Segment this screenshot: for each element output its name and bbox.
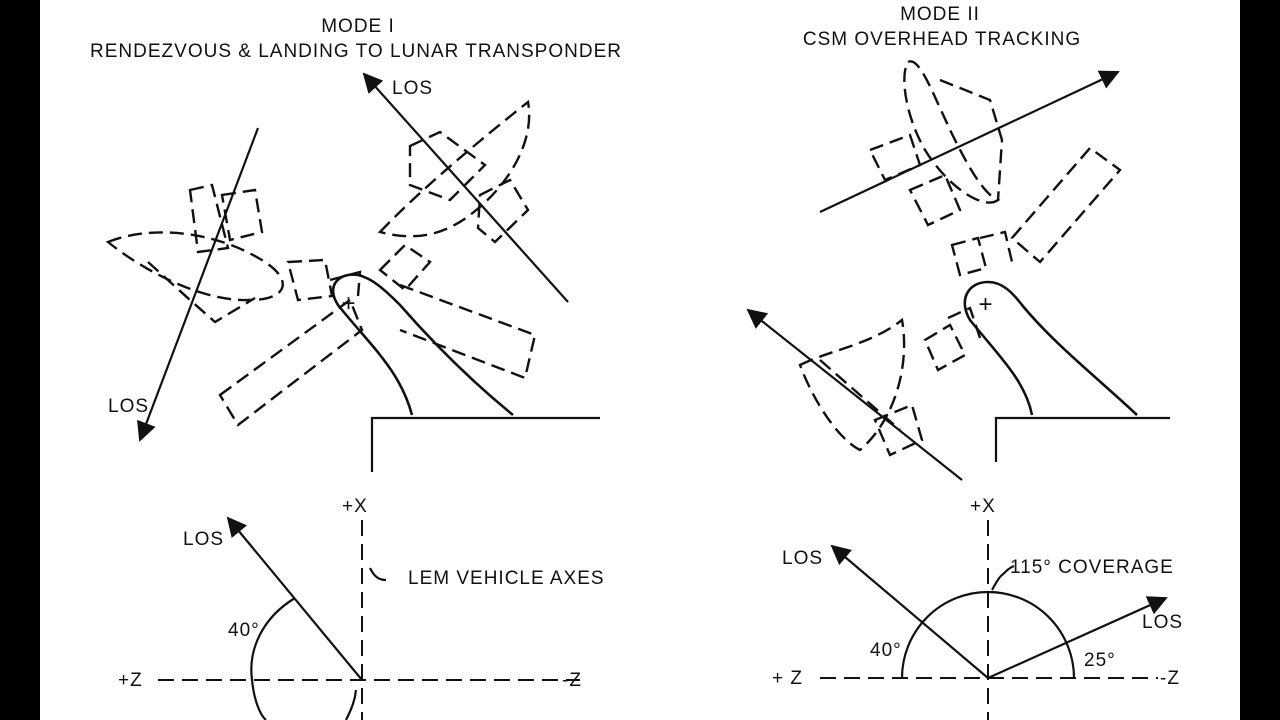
mode1-upper-dish — [377, 99, 531, 238]
mode2-plus-z: + Z — [772, 668, 803, 689]
mode2-los-right-label: LOS — [1142, 612, 1183, 633]
mode1-header: MODE I RENDEZVOUS & LANDING TO LUNAR TRA… — [90, 16, 622, 62]
diagram-sheet: MODE I RENDEZVOUS & LANDING TO LUNAR TRA… — [40, 0, 1240, 720]
mode2-plus-x: +X — [970, 496, 996, 517]
mode1-los-upper-label: LOS — [392, 78, 433, 99]
mode2-angle-left-label: 40° — [870, 640, 902, 661]
mode1-los-lower-label: LOS — [108, 396, 149, 417]
mode2-axes: +X + Z -Z 115° COVERAGE LOS LOS 40° 25° — [772, 496, 1183, 720]
mode2-pedestal — [963, 280, 1138, 416]
mode2-coverage-arc — [900, 590, 1076, 679]
mode1-axes-label: LEM VEHICLE AXES — [408, 568, 605, 589]
svg-text:+: + — [341, 290, 356, 317]
mode1-angle-arc — [250, 597, 296, 720]
mode2-header: MODE II CSM OVERHEAD TRACKING — [803, 4, 1081, 50]
mode2-subtitle: CSM OVERHEAD TRACKING — [803, 29, 1081, 50]
mode1-axes: +X +Z -Z LOS LEM VEHICLE AXES 40° — [118, 496, 605, 720]
mode1-plus-z: +Z — [118, 670, 143, 691]
mode1-minus-z: -Z — [562, 670, 582, 691]
mode2-antenna-drawing: + — [746, 60, 1170, 481]
mode1-base — [370, 416, 600, 472]
mode1-title: MODE I — [321, 16, 395, 37]
mode1-angle-label: 40° — [228, 620, 260, 641]
mode2-base — [994, 416, 1170, 462]
mode2-minus-z: -Z — [1160, 668, 1180, 689]
mode2-los-right-vector — [987, 596, 1168, 680]
mode2-coverage-label: 115° COVERAGE — [1010, 557, 1174, 578]
mode2-los-upper-arrow — [819, 70, 1120, 213]
mode2-upper-dish — [903, 60, 1001, 204]
mode1-lower-dish — [105, 231, 284, 302]
mode1-los-upper-arrow — [362, 72, 569, 303]
mode2-los-left-label: LOS — [782, 548, 823, 569]
diagram-canvas: MODE I RENDEZVOUS & LANDING TO LUNAR TRA… — [90, 4, 1183, 720]
mode1-pedestal — [331, 273, 514, 417]
mode1-antenna-drawing: + LOS LOS — [105, 72, 600, 472]
mode1-subtitle: RENDEZVOUS & LANDING TO LUNAR TRANSPONDE… — [90, 41, 622, 62]
mode2-angle-right-label: 25° — [1084, 650, 1116, 671]
mode1-los-lower-arrow — [137, 127, 260, 442]
mode2-lower-dish — [798, 317, 906, 452]
mode2-los-lower-arrow — [746, 308, 963, 481]
mode1-plus-x: +X — [342, 496, 368, 517]
mode2-los-left-vector — [830, 544, 989, 679]
svg-text:+: + — [978, 291, 993, 318]
mode1-los-label: LOS — [183, 529, 224, 550]
mode2-title: MODE II — [900, 4, 980, 25]
